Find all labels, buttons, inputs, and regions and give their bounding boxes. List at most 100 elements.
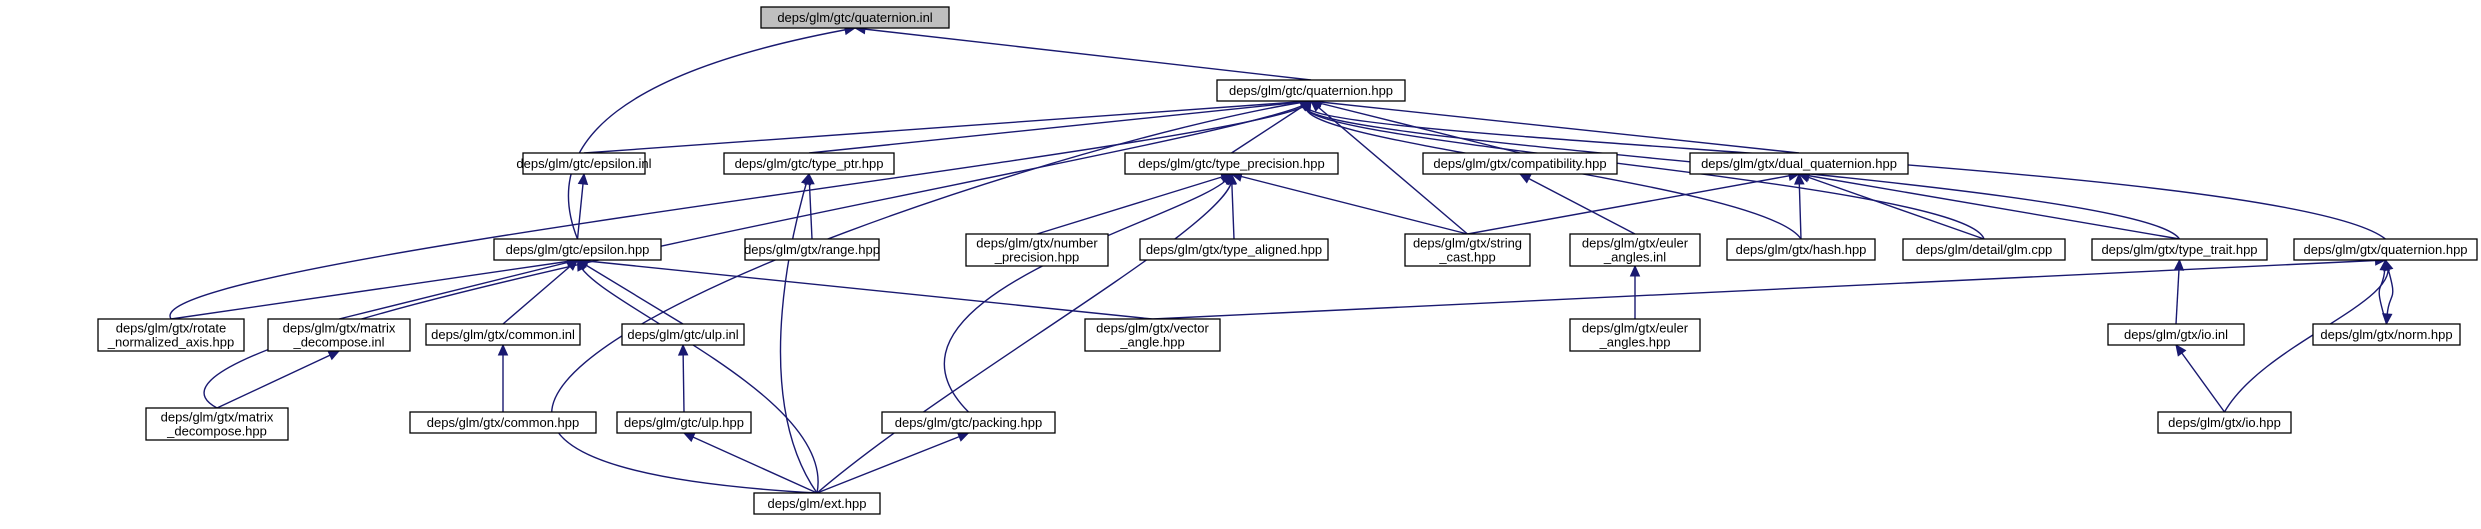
edge-quat_hpp-to-root	[853, 23, 1312, 81]
node-type-ptr[interactable]: deps/glm/gtc/type_ptr.hpp	[723, 152, 895, 175]
node-euler-hpp[interactable]: deps/glm/gtx/euler_angles.hpp	[1569, 318, 1701, 352]
node-box	[616, 411, 752, 434]
edge-eps_hpp-to-eps_inl	[576, 172, 589, 240]
node-eps-inl[interactable]: deps/glm/gtc/epsilon.inl	[516, 152, 652, 175]
node-eps-hpp[interactable]: deps/glm/gtc/epsilon.hpp	[493, 238, 662, 261]
node-box	[2107, 323, 2245, 346]
node-io-inl[interactable]: deps/glm/gtx/io.inl	[2107, 323, 2245, 346]
node-hash[interactable]: deps/glm/gtx/hash.hpp	[1726, 238, 1876, 261]
node-label: deps/glm/gtc/epsilon.inl	[516, 156, 651, 171]
node-label: deps/glm/gtx/range.hpp	[744, 242, 880, 257]
node-quat-hpp[interactable]: deps/glm/gtc/quaternion.hpp	[1216, 79, 1406, 102]
node-box	[621, 323, 745, 346]
arrowhead	[1310, 100, 1323, 112]
node-label: _angles.inl	[1603, 250, 1666, 265]
node-type-prec[interactable]: deps/glm/gtc/type_precision.hpp	[1124, 152, 1339, 175]
arrowhead	[682, 432, 696, 443]
edge-dual_quat-to-quat_hpp	[1309, 96, 1800, 154]
node-common-hpp[interactable]: deps/glm/gtx/common.hpp	[409, 411, 597, 434]
node-ext[interactable]: deps/glm/ext.hpp	[753, 492, 881, 515]
node-compat[interactable]: deps/glm/gtx/compatibility.hpp	[1422, 152, 1618, 175]
node-label: deps/glm/gtx/vector	[1096, 321, 1209, 336]
node-box	[2091, 238, 2268, 261]
node-label: _decompose.hpp	[166, 424, 267, 439]
node-root[interactable]: deps/glm/gtc/quaternion.inl	[760, 6, 950, 29]
node-label: deps/glm/gtx/hash.hpp	[1736, 242, 1867, 257]
node-box	[1569, 318, 1701, 352]
node-box	[1139, 238, 1329, 261]
arrowhead	[1225, 172, 1237, 185]
arrowhead	[1629, 264, 1641, 277]
node-glm-cpp[interactable]: deps/glm/detail/glm.cpp	[1902, 238, 2066, 261]
node-ulp-inl[interactable]: deps/glm/gtc/ulp.inl	[621, 323, 745, 346]
node-ulp-hpp[interactable]: deps/glm/gtc/ulp.hpp	[616, 411, 752, 434]
node-gtx-quat[interactable]: deps/glm/gtx/quaternion.hpp	[2293, 238, 2478, 261]
edge-compat-to-quat_hpp	[1309, 98, 1521, 154]
node-label: _angles.hpp	[1599, 335, 1671, 350]
node-label: deps/glm/gtx/string	[1413, 236, 1522, 251]
node-box	[760, 6, 950, 29]
edge-eps_inl-to-quat_hpp	[583, 96, 1313, 154]
node-type-trait[interactable]: deps/glm/gtx/type_trait.hpp	[2091, 238, 2268, 261]
node-dual-quat[interactable]: deps/glm/gtx/dual_quaternion.hpp	[1689, 152, 1909, 175]
arrowhead	[800, 172, 812, 186]
node-label: deps/glm/gtc/quaternion.inl	[777, 10, 932, 25]
edge-packing-to-type_prec	[944, 173, 1233, 413]
node-label: deps/glm/gtx/io.inl	[2124, 327, 2228, 342]
node-label: deps/glm/gtx/type_aligned.hpp	[1146, 242, 1322, 257]
node-label: deps/glm/gtx/quaternion.hpp	[2303, 242, 2467, 257]
edge-gtx_quat-to-norm	[2381, 259, 2394, 326]
node-label: deps/glm/gtx/euler	[1582, 321, 1689, 336]
arrowhead	[576, 258, 587, 272]
edge-md_hpp-to-md_inl	[216, 350, 341, 409]
node-range[interactable]: deps/glm/gtx/range.hpp	[744, 238, 880, 261]
node-label: _decompose.inl	[292, 335, 384, 350]
edge-common_hpp-to-common_inl	[497, 343, 509, 412]
arrowhead	[566, 259, 579, 271]
node-common-inl[interactable]: deps/glm/gtx/common.inl	[425, 323, 581, 346]
node-num-prec[interactable]: deps/glm/gtx/number_precision.hpp	[965, 233, 1109, 267]
node-box	[1216, 79, 1406, 102]
node-box	[2312, 323, 2461, 346]
arrowhead	[327, 350, 341, 361]
node-label: deps/glm/gtx/compatibility.hpp	[1433, 156, 1606, 171]
node-box	[145, 407, 289, 441]
node-norm[interactable]: deps/glm/gtx/norm.hpp	[2312, 323, 2461, 346]
node-box	[753, 492, 881, 515]
arrowhead	[497, 343, 509, 356]
node-label: deps/glm/gtx/common.hpp	[427, 415, 579, 430]
node-label: deps/glm/detail/glm.cpp	[1916, 242, 2053, 257]
node-md-inl[interactable]: deps/glm/gtx/matrix_decompose.inl	[267, 318, 411, 352]
node-label: deps/glm/gtx/io.hpp	[2168, 415, 2281, 430]
node-euler-inl[interactable]: deps/glm/gtx/euler_angles.inl	[1569, 233, 1701, 267]
node-box	[1569, 233, 1701, 267]
arrowhead	[2173, 258, 2185, 271]
node-md-hpp[interactable]: deps/glm/gtx/matrix_decompose.hpp	[145, 407, 289, 441]
node-label: deps/glm/gtx/dual_quaternion.hpp	[1701, 156, 1897, 171]
edge-ext-to-eps_hpp	[576, 258, 819, 494]
edge-hash-to-dual_quat	[1794, 172, 1805, 240]
arrowhead	[577, 172, 589, 185]
node-label: deps/glm/gtx/matrix	[283, 321, 396, 336]
edge-type_trait-to-dual_quat	[1797, 170, 2180, 240]
node-box	[2293, 238, 2478, 261]
edge-ulp_hpp-to-ulp_inl	[677, 343, 689, 413]
node-label: deps/glm/gtc/type_ptr.hpp	[735, 156, 884, 171]
node-box	[425, 323, 581, 346]
node-rotate[interactable]: deps/glm/gtx/rotate_normalized_axis.hpp	[97, 318, 245, 352]
node-io-hpp[interactable]: deps/glm/gtx/io.hpp	[2157, 411, 2292, 434]
node-label: deps/glm/gtc/quaternion.hpp	[1229, 83, 1393, 98]
edge-string_cast-to-quat_hpp	[1310, 100, 1468, 235]
node-packing[interactable]: deps/glm/gtc/packing.hpp	[881, 411, 1056, 434]
graph-nodes: deps/glm/gtc/quaternion.inl deps/glm/gtc/…	[97, 6, 2478, 515]
node-box	[1124, 152, 1339, 175]
node-type-aligned[interactable]: deps/glm/gtx/type_aligned.hpp	[1139, 238, 1329, 261]
node-label: deps/glm/gtc/ulp.hpp	[624, 415, 744, 430]
node-string-cast[interactable]: deps/glm/gtx/string_cast.hpp	[1404, 233, 1531, 267]
node-vec-angle[interactable]: deps/glm/gtx/vector_angle.hpp	[1084, 318, 1221, 352]
edge-md_inl-to-eps_hpp	[338, 257, 579, 320]
node-label: deps/glm/gtx/rotate	[116, 321, 227, 336]
node-box	[1689, 152, 1909, 175]
node-label: deps/glm/gtx/type_trait.hpp	[2101, 242, 2257, 257]
node-box	[1422, 152, 1618, 175]
